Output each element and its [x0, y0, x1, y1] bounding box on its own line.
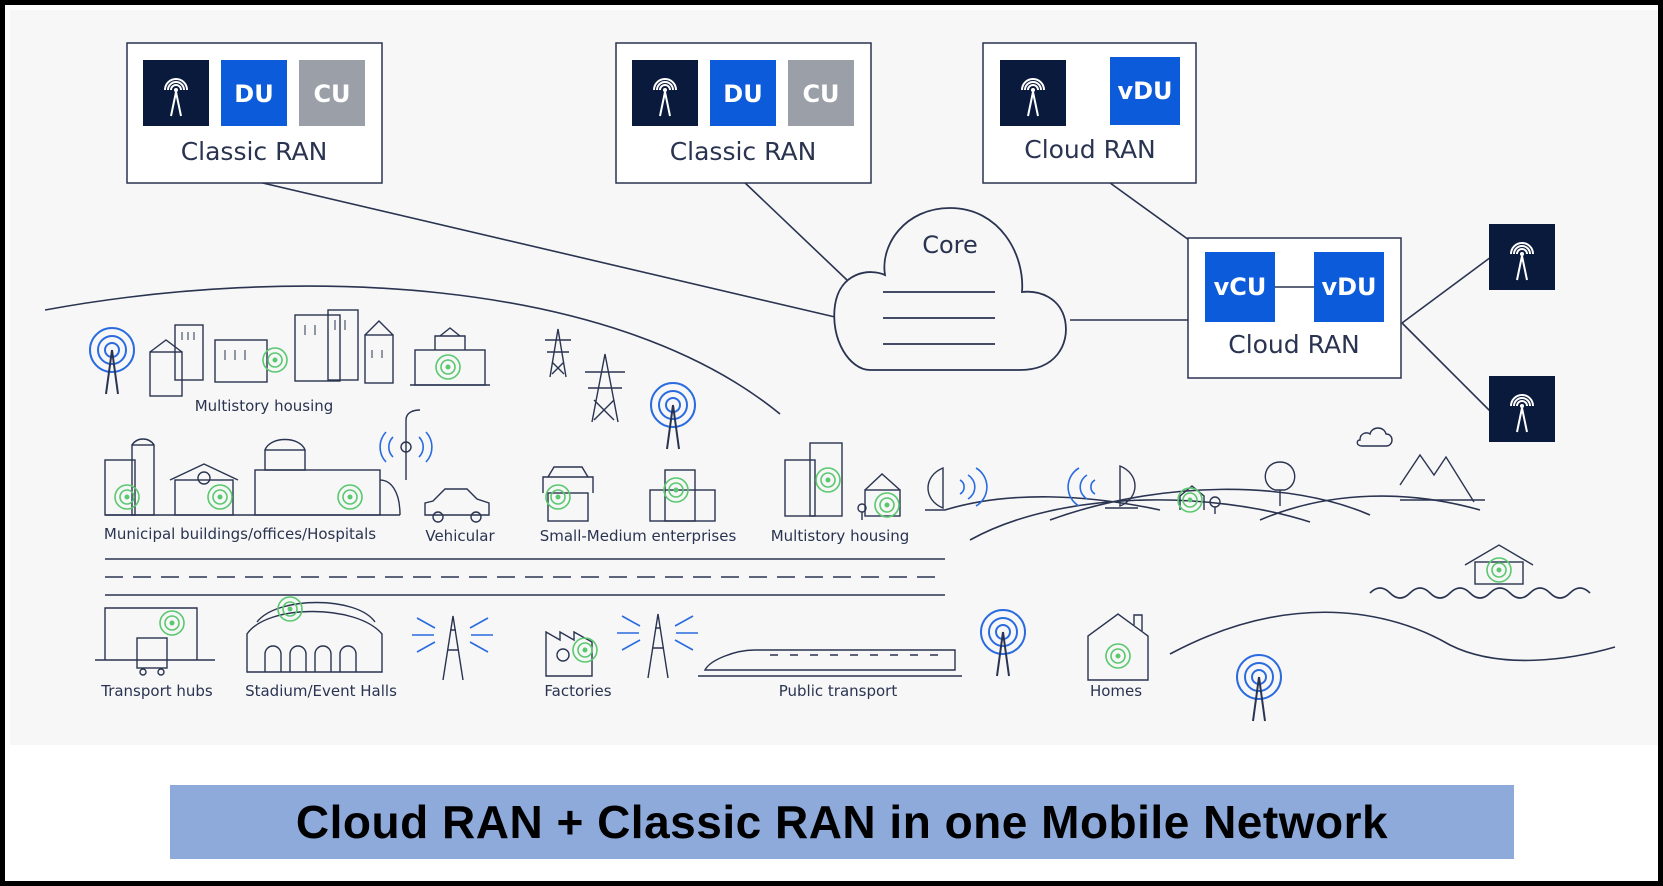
small-cell-icon — [545, 484, 571, 510]
cell-tower-icon — [442, 613, 669, 681]
small-cell-icon — [337, 484, 363, 510]
home-icon — [1087, 613, 1149, 681]
multistory-housing-buildings-mid — [784, 442, 901, 520]
remote-antenna-icon — [1488, 375, 1556, 443]
vdu-chip-label: vDU — [1321, 273, 1376, 301]
cu-chip-label: CU — [313, 80, 350, 108]
cabin-icon — [1464, 544, 1534, 585]
power-pylon-icon — [545, 328, 625, 423]
wireless-signal-icon — [379, 431, 433, 463]
blue-tower-icon — [89, 327, 135, 395]
landscape-lines — [44, 285, 1616, 662]
stadium-icon — [246, 601, 383, 673]
transport-hub-icon — [95, 607, 215, 676]
banner-title: Cloud RAN + Classic RAN in one Mobile Ne… — [295, 796, 1389, 848]
car-icon — [424, 488, 490, 523]
small-cell-icon — [435, 354, 461, 380]
cloud-ran-box-right: vCU vDU Cloud RAN — [1187, 237, 1402, 379]
remote-antenna-icon — [1488, 223, 1556, 291]
train-icon — [698, 649, 962, 677]
connection-lines — [249, 179, 1492, 413]
location-labels: Multistory housing Municipal buildings/o… — [100, 397, 1142, 700]
signal-rays-icon — [412, 615, 698, 653]
office-building-icon — [649, 469, 716, 522]
antenna-tower-icon — [999, 59, 1067, 127]
shop-icon — [542, 466, 594, 522]
classic-ran-box-1: DU CU Classic RAN — [126, 42, 383, 184]
vcu-chip-label: vCU — [1214, 273, 1267, 301]
small-cell-icon — [1105, 643, 1131, 669]
label-factories: Factories — [544, 682, 611, 700]
blue-tower-icon — [650, 382, 696, 450]
blue-tower-icon — [980, 609, 1026, 677]
du-chip-label: DU — [723, 80, 762, 108]
box-title: Cloud RAN — [1228, 330, 1360, 359]
street-light-icon — [400, 409, 421, 480]
box-title: Cloud RAN — [1024, 135, 1156, 164]
label-municipal-buildings: Municipal buildings/offices/Hospitals — [104, 525, 376, 543]
small-cell-icon — [207, 484, 233, 510]
label-multistory-housing-mid: Multistory housing — [771, 527, 910, 545]
small-cell-icon — [815, 467, 841, 493]
wireless-signal-icon — [959, 467, 1096, 507]
small-cell-icon — [572, 637, 598, 663]
label-public-transport: Public transport — [779, 682, 898, 700]
box-title: Classic RAN — [670, 137, 817, 166]
core-cloud: Core — [833, 207, 1067, 371]
satellite-dish-icon — [925, 464, 1138, 511]
school-building-icon — [410, 327, 490, 386]
cloud-ran-box-top: vDU Cloud RAN — [982, 42, 1197, 184]
label-small-medium-enterprises: Small-Medium enterprises — [540, 527, 737, 545]
title-banner: Cloud RAN + Classic RAN in one Mobile Ne… — [170, 785, 1514, 859]
vdu-chip-label: vDU — [1117, 77, 1172, 105]
factory-icon — [545, 630, 593, 677]
blue-tower-icon — [1236, 654, 1282, 722]
antenna-tower-icon — [142, 59, 210, 127]
cu-chip-label: CU — [802, 80, 839, 108]
label-stadium-event-halls: Stadium/Event Halls — [245, 682, 397, 700]
antenna-tower-icon — [631, 59, 699, 127]
rural-scene-icons — [1179, 427, 1475, 514]
small-cell-icon — [874, 492, 900, 518]
du-chip-label: DU — [234, 80, 273, 108]
small-cell-icon — [277, 596, 303, 622]
box-title: Classic RAN — [181, 137, 328, 166]
small-cell-icon — [159, 610, 185, 636]
network-scene: DU CU Classic RAN DU CU Classic RAN vDU … — [10, 10, 1658, 745]
label-vehicular: Vehicular — [425, 527, 495, 545]
label-homes: Homes — [1090, 682, 1142, 700]
core-label: Core — [922, 231, 978, 259]
label-multistory-housing-top: Multistory housing — [195, 397, 334, 415]
classic-ran-box-2: DU CU Classic RAN — [615, 42, 872, 184]
multistory-housing-buildings-top — [149, 309, 394, 397]
municipal-buildings-icon — [104, 438, 401, 516]
label-transport-hubs: Transport hubs — [100, 682, 213, 700]
